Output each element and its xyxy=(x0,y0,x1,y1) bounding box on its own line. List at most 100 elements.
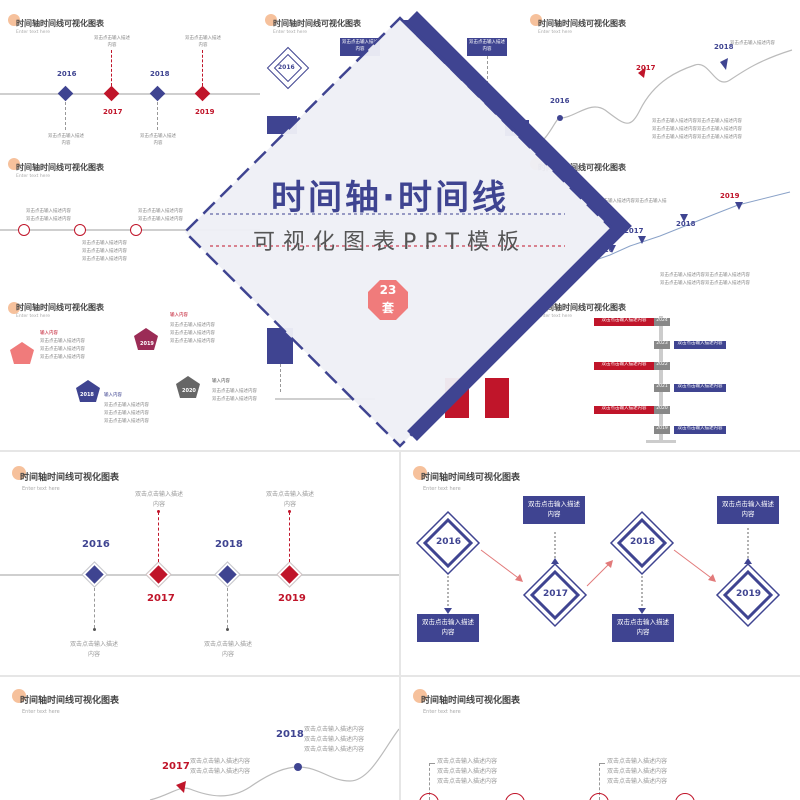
event-bar: 双击点击输入描述内容 xyxy=(674,426,726,434)
slide-thumb-1[interactable]: 时间轴时间线可视化图表 Enter text here 2016 2017 20… xyxy=(0,452,399,675)
slide-thumb-4[interactable]: 时间轴时间线可视化图表 Enter text here 双击点击输入描述内容 双… xyxy=(401,677,800,800)
slide-title: 时间轴时间线可视化图表 xyxy=(538,19,626,28)
timeline-axis xyxy=(0,93,260,95)
timeline-node xyxy=(18,224,30,236)
text-placeholder: 双击点击输入描述内容 xyxy=(212,397,257,402)
slide-thumb-f[interactable]: 时间轴时间线可视化图表 Enter text here 2018 2019 20… xyxy=(0,298,265,450)
year-label-2019: 2019 xyxy=(720,192,740,200)
year-label-2019: 2019 xyxy=(736,589,762,599)
connector-line xyxy=(94,588,95,628)
text-box: 双击点击输入描述内容 xyxy=(612,614,674,642)
text-placeholder: 双击点击输入描述内容 xyxy=(607,768,668,775)
slide-thumb-a[interactable]: 时间轴时间线可视化图表 Enter text here 2016 2017 20… xyxy=(0,0,265,150)
badge-unit: 套 xyxy=(381,301,394,315)
year-tag: 2019 xyxy=(654,426,670,434)
accent-dot xyxy=(413,689,427,703)
year-label-2017: 2017 xyxy=(543,589,569,599)
slide-thumb-2[interactable]: 时间轴时间线可视化图表 Enter text here 2016 2017 20… xyxy=(401,452,800,675)
text-placeholder: 双击点击输入描述内容 xyxy=(26,217,71,222)
slide-thumb-3[interactable]: 时间轴时间线可视化图表 Enter text here 2017 2018 双击… xyxy=(0,677,399,800)
accent-dot xyxy=(413,466,427,480)
pentagon-shapes xyxy=(10,328,200,402)
text-placeholder: 双击点击输入描述内容 xyxy=(48,134,84,146)
text-placeholder: 双击点击输入描述内容 xyxy=(607,758,668,765)
slide-title: 时间轴时间线可视化图表 xyxy=(20,473,120,483)
connector-pin xyxy=(93,628,96,631)
text-placeholder: 双击点击输入描述内容双击点击输入描述内容 xyxy=(660,273,750,278)
slide-subtitle: Enter text here xyxy=(22,486,60,492)
year-label-2018: 2018 xyxy=(276,729,304,740)
text-placeholder: 双击点击输入描述内容 xyxy=(82,241,127,246)
text-placeholder: 双击点击输入描述内容 xyxy=(170,331,215,336)
connector-line xyxy=(65,102,66,130)
accent-dot xyxy=(8,14,20,26)
slide-title: 时间轴时间线可视化图表 xyxy=(16,303,104,312)
year-label-2016: 2016 xyxy=(57,70,77,78)
year-label-2017: 2017 xyxy=(624,227,644,235)
connector-line xyxy=(599,763,600,800)
timeline-node xyxy=(130,224,142,236)
text-box: 双击点击输入描述内容 xyxy=(717,496,779,524)
slide-thumb-h[interactable]: 时间轴时间线可视化图表 Enter text here 双击点击输入描述内容 2… xyxy=(530,298,800,450)
slide-subtitle: Enter text here xyxy=(538,314,572,319)
timeline-node xyxy=(675,793,695,800)
slide-title: 时间轴时间线可视化图表 xyxy=(16,19,104,28)
slide-subtitle: Enter text here xyxy=(423,486,461,492)
connector-pin xyxy=(157,510,160,513)
year-label-2017: 2017 xyxy=(636,64,656,72)
timeline-node-2017 xyxy=(146,562,171,587)
wave-curve xyxy=(149,728,399,800)
slide-thumb-d[interactable]: 时间轴时间线可视化图表 Enter text here 双击点击输入描述内容 双… xyxy=(0,150,265,298)
vertical-axis xyxy=(659,316,663,442)
text-placeholder: 双击点击输入描述内容 xyxy=(190,758,251,765)
year-label-2018: 2018 xyxy=(714,43,734,51)
content-label: 输入内容 xyxy=(104,393,122,398)
slide-subtitle: Enter text here xyxy=(16,174,50,179)
text-placeholder: 双击点击输入描述内容 xyxy=(607,778,668,785)
text-placeholder: 双击点击输入描述内容 xyxy=(185,36,221,48)
text-placeholder: 双击点击输入描述内容 xyxy=(82,257,127,262)
text-placeholder: 双击点击输入描述内容 xyxy=(104,403,149,408)
year-label-2018: 2018 xyxy=(676,220,696,228)
text-box xyxy=(485,378,509,418)
slide-title: 时间轴时间线可视化图表 xyxy=(538,163,626,172)
connector-line xyxy=(487,56,488,84)
wave-curve xyxy=(530,49,793,150)
year-label-2019: 2019 xyxy=(140,341,154,347)
text-box: 双击点击输入描述内容 xyxy=(523,496,585,524)
connector-pin xyxy=(288,510,291,513)
diamond-flow xyxy=(415,510,781,628)
year-label-2020: 2020 xyxy=(182,388,196,394)
text-placeholder: 双击点击输入描述内容 xyxy=(134,491,183,508)
text-placeholder: 双击点击输入描述内容 xyxy=(203,641,252,658)
cover-diamond xyxy=(183,11,632,448)
text-box: 双击点击输入描述内容 xyxy=(467,38,507,56)
connector-line xyxy=(289,512,290,562)
timeline-node xyxy=(505,793,525,800)
timeline-node xyxy=(589,793,609,800)
year-tag: 2020 xyxy=(654,406,670,414)
text-placeholder: 双击点击输入描述内容 xyxy=(437,768,498,775)
connector-line xyxy=(429,763,430,800)
text-placeholder: 双击点击输入描述内容 xyxy=(265,491,314,508)
text-placeholder: 双击点击输入描述内容 xyxy=(170,323,215,328)
year-label-2016: 2016 xyxy=(436,537,462,547)
text-placeholder: 双击点击输入描述内容 xyxy=(82,249,127,254)
year-tag: 2024 xyxy=(654,318,670,326)
slide-thumb-c[interactable]: 时间轴时间线可视化图表 Enter text here 2016 2017 20… xyxy=(530,0,800,150)
connector-line xyxy=(280,364,281,392)
slide-subtitle: Enter text here xyxy=(423,709,461,715)
accent-dot xyxy=(12,466,26,480)
slide-title: 时间轴时间线可视化图表 xyxy=(16,163,104,172)
content-label: 输入内容 xyxy=(40,331,58,336)
content-label: 输入内容 xyxy=(212,379,230,384)
text-placeholder: 双击点击输入描述内容 xyxy=(304,746,365,753)
event-bar: 双击点击输入描述内容 xyxy=(594,318,654,326)
text-placeholder: 双击点击输入描述内容 xyxy=(730,41,775,46)
content-label: 输入内容 xyxy=(170,313,188,318)
event-bar: 双击点击输入描述内容 xyxy=(674,341,726,349)
year-label-2019: 2019 xyxy=(278,593,306,604)
timeline-node xyxy=(419,793,439,800)
year-label-2018: 2018 xyxy=(630,537,656,547)
year-tag: 2022 xyxy=(654,362,670,370)
